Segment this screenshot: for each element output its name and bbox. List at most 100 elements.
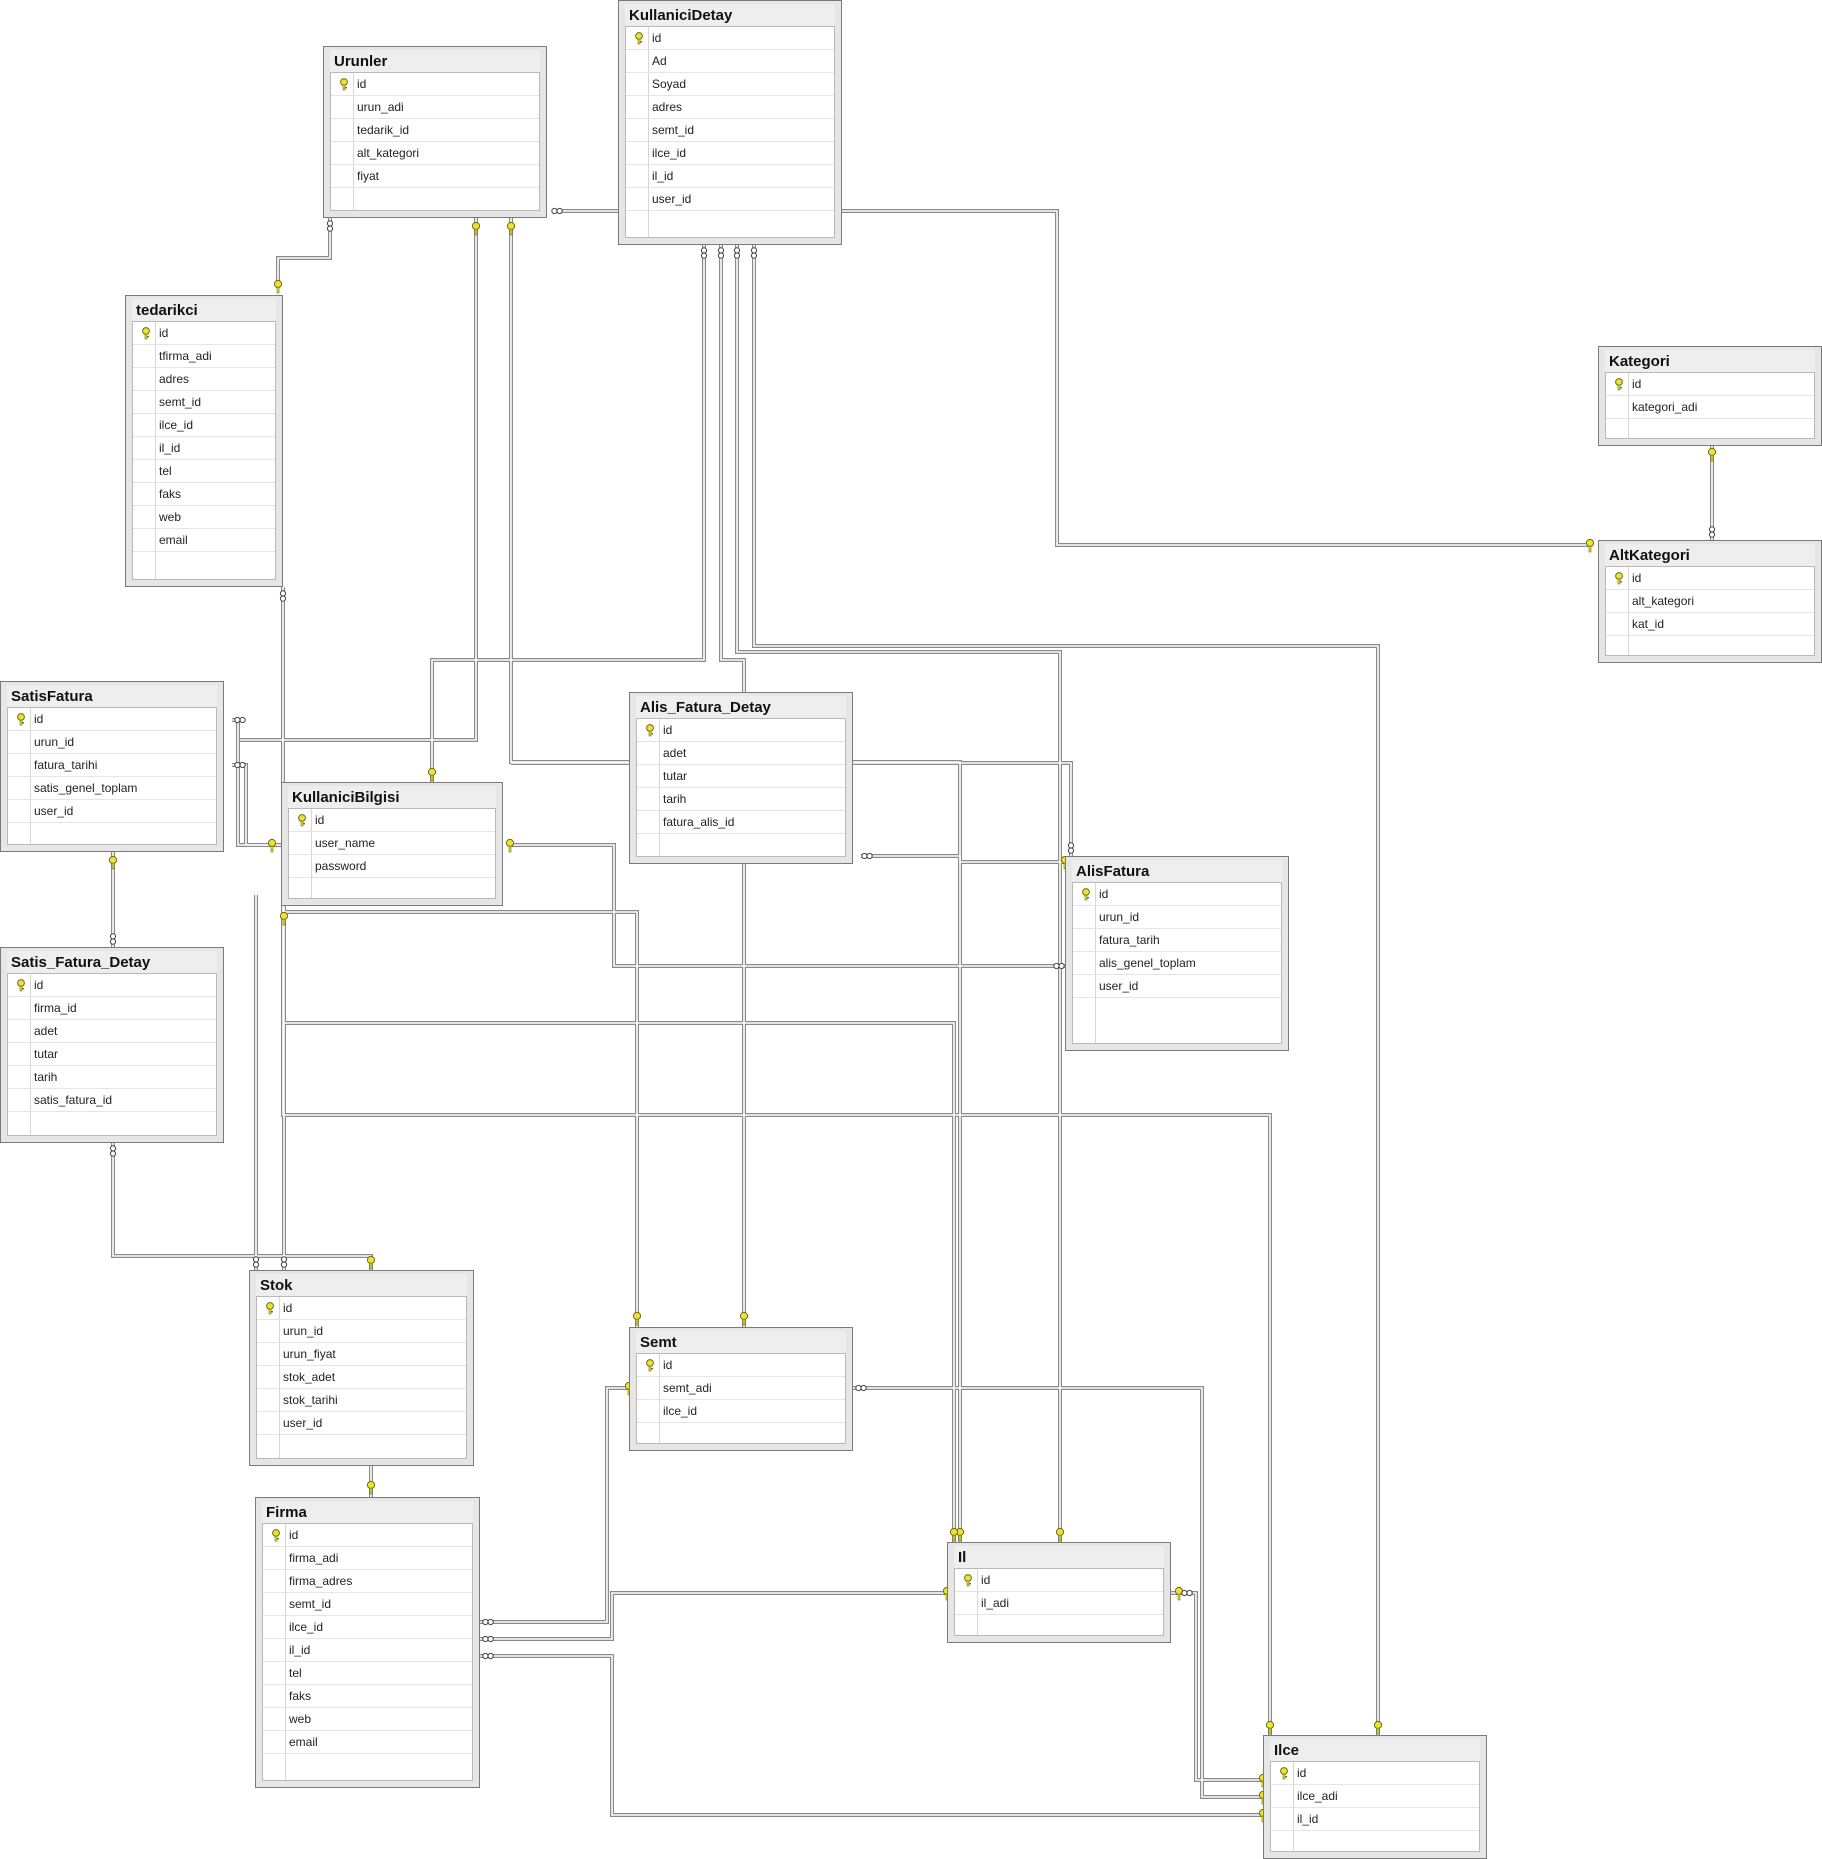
column-row[interactable]: Ad bbox=[626, 50, 834, 73]
column-row[interactable]: user_id bbox=[257, 1412, 466, 1435]
column-row[interactable]: semt_id bbox=[133, 391, 275, 414]
column-row[interactable]: email bbox=[263, 1731, 472, 1754]
column-row[interactable]: Soyad bbox=[626, 73, 834, 96]
column-row[interactable]: urun_adi bbox=[331, 96, 539, 119]
column-row[interactable]: email bbox=[133, 529, 275, 552]
column-row[interactable]: id bbox=[133, 322, 275, 345]
column-row[interactable]: ilce_id bbox=[263, 1616, 472, 1639]
column-name: il_id bbox=[289, 1643, 311, 1657]
column-row[interactable]: urun_fiyat bbox=[257, 1343, 466, 1366]
column-row[interactable]: urun_id bbox=[257, 1320, 466, 1343]
column-name: satis_fatura_id bbox=[34, 1093, 113, 1107]
column-row[interactable]: alis_genel_toplam bbox=[1073, 952, 1281, 975]
column-row[interactable]: fatura_alis_id bbox=[637, 811, 845, 834]
column-row[interactable]: id bbox=[1271, 1762, 1479, 1785]
column-row[interactable]: user_name bbox=[289, 832, 495, 855]
column-row[interactable]: tarih bbox=[8, 1066, 216, 1089]
column-row[interactable]: faks bbox=[133, 483, 275, 506]
column-row[interactable]: kategori_adi bbox=[1606, 396, 1814, 419]
column-row[interactable]: il_id bbox=[1271, 1808, 1479, 1831]
column-row[interactable]: adres bbox=[133, 368, 275, 391]
column-name: semt_id bbox=[159, 395, 202, 409]
column-row[interactable]: tedarik_id bbox=[331, 119, 539, 142]
key-icon bbox=[17, 713, 25, 726]
column-row[interactable]: id bbox=[257, 1297, 466, 1320]
column-row[interactable]: alt_kategori bbox=[331, 142, 539, 165]
column-row[interactable]: fiyat bbox=[331, 165, 539, 188]
column-row[interactable]: stok_tarihi bbox=[257, 1389, 466, 1412]
column-name: ilce_id bbox=[663, 1404, 698, 1418]
column-row[interactable]: fatura_tarihi bbox=[8, 754, 216, 777]
one-end-key-icon bbox=[366, 1255, 376, 1270]
column-row[interactable]: ilce_id bbox=[626, 142, 834, 165]
column-row[interactable]: adres bbox=[626, 96, 834, 119]
column-row[interactable]: tarih bbox=[637, 788, 845, 811]
column-row[interactable]: id bbox=[289, 809, 495, 832]
column-row[interactable]: satis_fatura_id bbox=[8, 1089, 216, 1112]
column-row[interactable]: stok_adet bbox=[257, 1366, 466, 1389]
column-row[interactable]: id bbox=[1073, 883, 1281, 906]
column-row[interactable]: kat_id bbox=[1606, 613, 1814, 636]
column-row[interactable]: adet bbox=[8, 1020, 216, 1043]
column-row[interactable]: user_id bbox=[1073, 975, 1281, 998]
column-row[interactable]: firma_id bbox=[8, 997, 216, 1020]
column-row[interactable]: semt_adi bbox=[637, 1377, 845, 1400]
column-row[interactable]: firma_adres bbox=[263, 1570, 472, 1593]
column-row[interactable]: id bbox=[331, 73, 539, 96]
column-row[interactable]: il_adi bbox=[955, 1592, 1163, 1615]
column-row[interactable]: id bbox=[8, 974, 216, 997]
column-row[interactable]: id bbox=[263, 1524, 472, 1547]
column-row[interactable]: firma_adi bbox=[263, 1547, 472, 1570]
column-row[interactable]: ilce_id bbox=[133, 414, 275, 437]
column-row[interactable]: il_id bbox=[133, 437, 275, 460]
column-row[interactable]: ilce_id bbox=[637, 1400, 845, 1423]
column-row[interactable]: urun_id bbox=[1073, 906, 1281, 929]
column-row[interactable]: il_id bbox=[626, 165, 834, 188]
column-row[interactable]: satis_genel_toplam bbox=[8, 777, 216, 800]
column-row[interactable]: tfirma_adi bbox=[133, 345, 275, 368]
column-row[interactable]: urun_id bbox=[8, 731, 216, 754]
column-row[interactable]: id bbox=[1606, 373, 1814, 396]
column-row[interactable]: web bbox=[263, 1708, 472, 1731]
column-name: firma_id bbox=[34, 1001, 77, 1015]
column-row[interactable]: alt_kategori bbox=[1606, 590, 1814, 613]
column-row[interactable]: semt_id bbox=[626, 119, 834, 142]
relationship-line bbox=[753, 245, 1379, 1735]
column-row[interactable]: faks bbox=[263, 1685, 472, 1708]
column-row[interactable]: user_id bbox=[8, 800, 216, 823]
column-row[interactable]: fatura_tarih bbox=[1073, 929, 1281, 952]
column-row[interactable]: id bbox=[626, 27, 834, 50]
column-row[interactable]: id bbox=[637, 719, 845, 742]
column-row[interactable]: web bbox=[133, 506, 275, 529]
column-row[interactable]: id bbox=[1606, 567, 1814, 590]
column-row[interactable]: ilce_adi bbox=[1271, 1785, 1479, 1808]
column-row[interactable]: tel bbox=[133, 460, 275, 483]
column-row[interactable]: user_id bbox=[626, 188, 834, 211]
column-row[interactable]: tutar bbox=[8, 1043, 216, 1066]
column-row[interactable]: il_id bbox=[263, 1639, 472, 1662]
column-row[interactable]: id bbox=[8, 708, 216, 731]
column-row[interactable]: password bbox=[289, 855, 495, 878]
column-row[interactable]: semt_id bbox=[263, 1593, 472, 1616]
column-row[interactable]: adet bbox=[637, 742, 845, 765]
column-row[interactable]: id bbox=[637, 1354, 845, 1377]
column-row[interactable]: tutar bbox=[637, 765, 845, 788]
column-row[interactable]: id bbox=[955, 1569, 1163, 1592]
column-row[interactable]: tel bbox=[263, 1662, 472, 1685]
